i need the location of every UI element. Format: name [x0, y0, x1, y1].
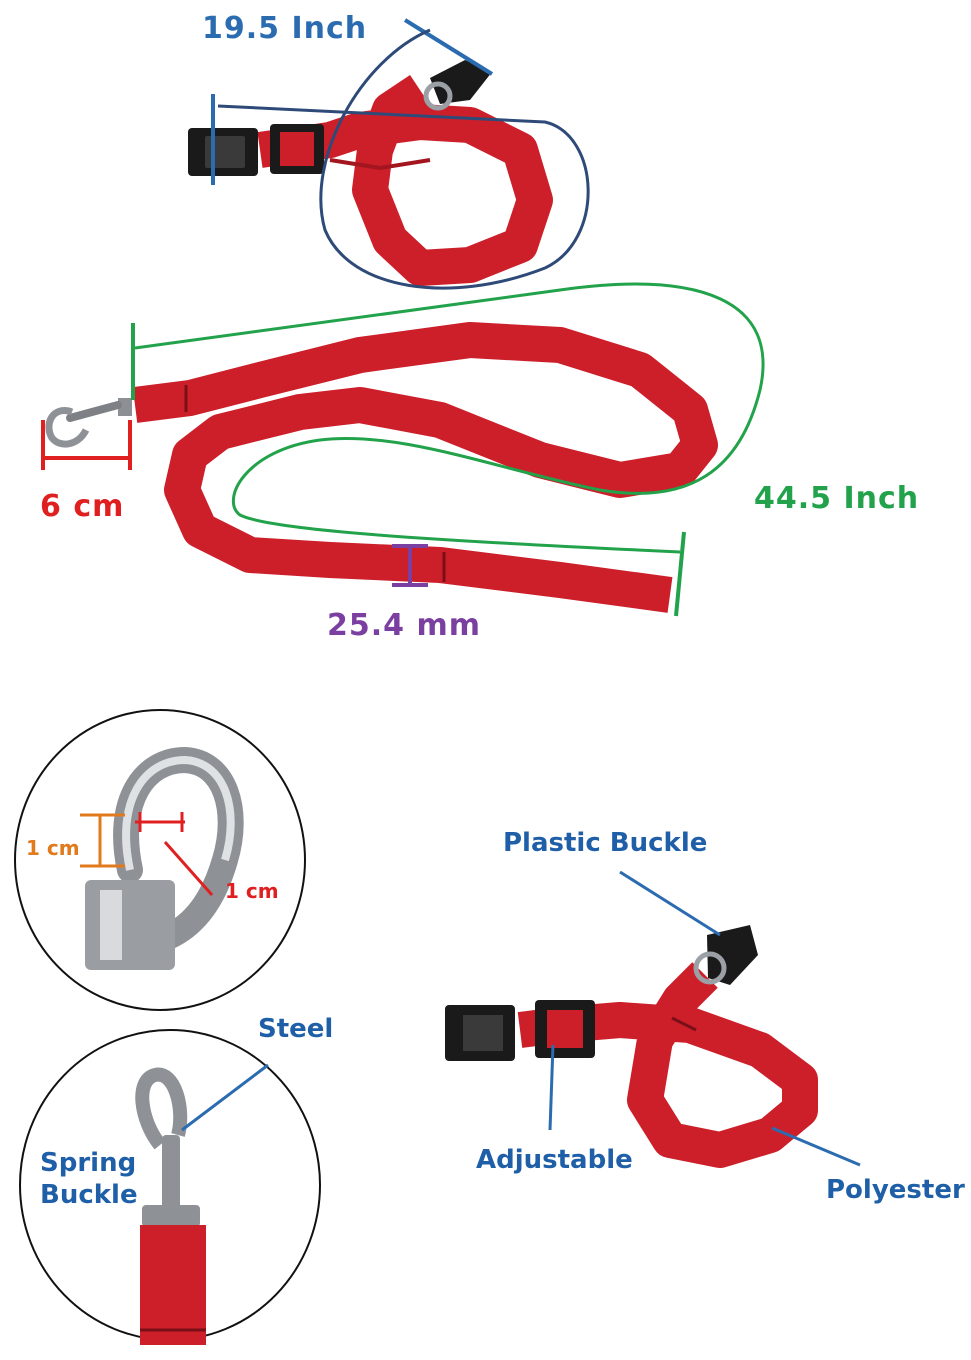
hook-opening-width-label: 1 cm: [225, 879, 279, 903]
leash: [41, 282, 765, 617]
leash-snap-hook: [45, 398, 132, 448]
collar-top: [188, 18, 590, 290]
hook-closeup: [14, 709, 306, 1011]
leash-length-outline: [134, 282, 765, 554]
polyester-label: Polyester: [826, 1175, 965, 1205]
spring-buckle-closeup: [19, 1029, 321, 1345]
collar-buckle-female: [430, 60, 492, 104]
adjustable-label: Adjustable: [476, 1145, 633, 1175]
collar-detail-strap: [517, 962, 818, 1168]
steel-label: Steel: [258, 1014, 334, 1044]
collar-detail-female-buckle: [707, 925, 758, 985]
leash-strap: [132, 322, 718, 613]
spring-buckle-label-line2: Buckle: [40, 1180, 138, 1210]
collar-length-label: 19.5 Inch: [202, 11, 368, 46]
collar-detail: [445, 870, 861, 1168]
hook-length-label: 6 cm: [40, 489, 125, 524]
collar-d-ring: [423, 81, 453, 111]
leash-length-label: 44.5 Inch: [754, 481, 920, 516]
collar-strap: [257, 75, 553, 286]
hook-opening-height-label: 1 cm: [26, 836, 80, 860]
collar-length-outline: [217, 28, 590, 290]
plastic-buckle-label: Plastic Buckle: [503, 828, 708, 858]
strap-width-label: 25.4 mm: [327, 608, 481, 643]
spring-buckle-label-line1: Spring: [40, 1148, 137, 1178]
